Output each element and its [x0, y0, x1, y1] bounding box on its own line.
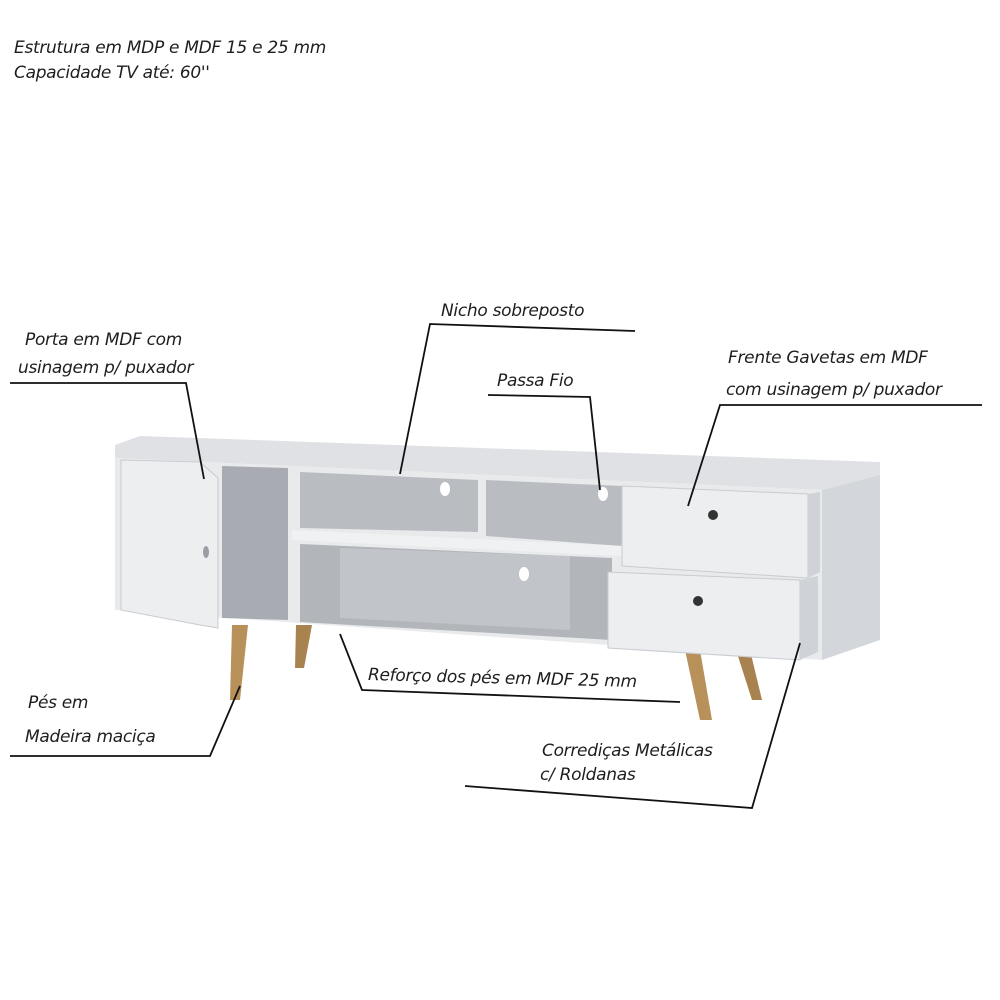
door-handle-hole [203, 546, 209, 558]
cable-hole-1 [440, 482, 450, 496]
drawer-bottom-handle-hole [693, 596, 703, 606]
top-panel [115, 436, 880, 490]
leader-nicho [399, 323, 636, 475]
callout-gavetas-line1: Frente Gavetas em MDF [728, 348, 928, 368]
leg-front-left [230, 625, 248, 700]
callout-porta-line2: usinagem p/ puxador [18, 358, 194, 378]
leg-back-left [295, 625, 312, 668]
leader-corredicas [464, 642, 801, 809]
drawer-bottom [607, 571, 801, 661]
cabinet-side [822, 475, 880, 660]
leg-front-right [685, 650, 712, 720]
leader-gavetas [687, 404, 982, 507]
leader-pes [10, 685, 241, 757]
left-compartment [222, 466, 288, 620]
cable-hole-2 [598, 487, 608, 501]
drawer-bottom-side [800, 576, 818, 660]
callout-pes-line2: Madeira maciça [25, 727, 156, 747]
leg-back-right [736, 650, 762, 700]
leader-porta [10, 382, 205, 480]
callout-corredicas-line2: c/ Roldanas [540, 765, 636, 785]
leader-reforco [339, 633, 681, 703]
upper-niche-right [486, 480, 622, 546]
callout-corredicas-line1: Corrediças Metálicas [542, 741, 713, 761]
callout-pes-line1: Pés em [28, 693, 89, 713]
callout-nicho: Nicho sobreposto [441, 301, 585, 321]
spec-structure: Estrutura em MDP e MDF 15 e 25 mm [14, 38, 327, 58]
back-panel-glow [340, 548, 570, 630]
cable-hole-3 [519, 567, 529, 581]
callout-gavetas-line2: com usinagem p/ puxador [726, 380, 942, 400]
upper-niche-left [300, 472, 478, 532]
callout-porta-line1: Porta em MDF com [25, 330, 182, 350]
shelf [292, 530, 622, 556]
drawer-top [621, 485, 809, 579]
drawer-top-side [808, 492, 820, 578]
spec-tv-capacity: Capacidade TV até: 60'' [14, 63, 210, 83]
callout-passa-fio: Passa Fio [497, 371, 574, 391]
door [120, 459, 219, 629]
drawer-top-handle-hole [708, 510, 718, 520]
leader-passa-fio [487, 394, 601, 491]
